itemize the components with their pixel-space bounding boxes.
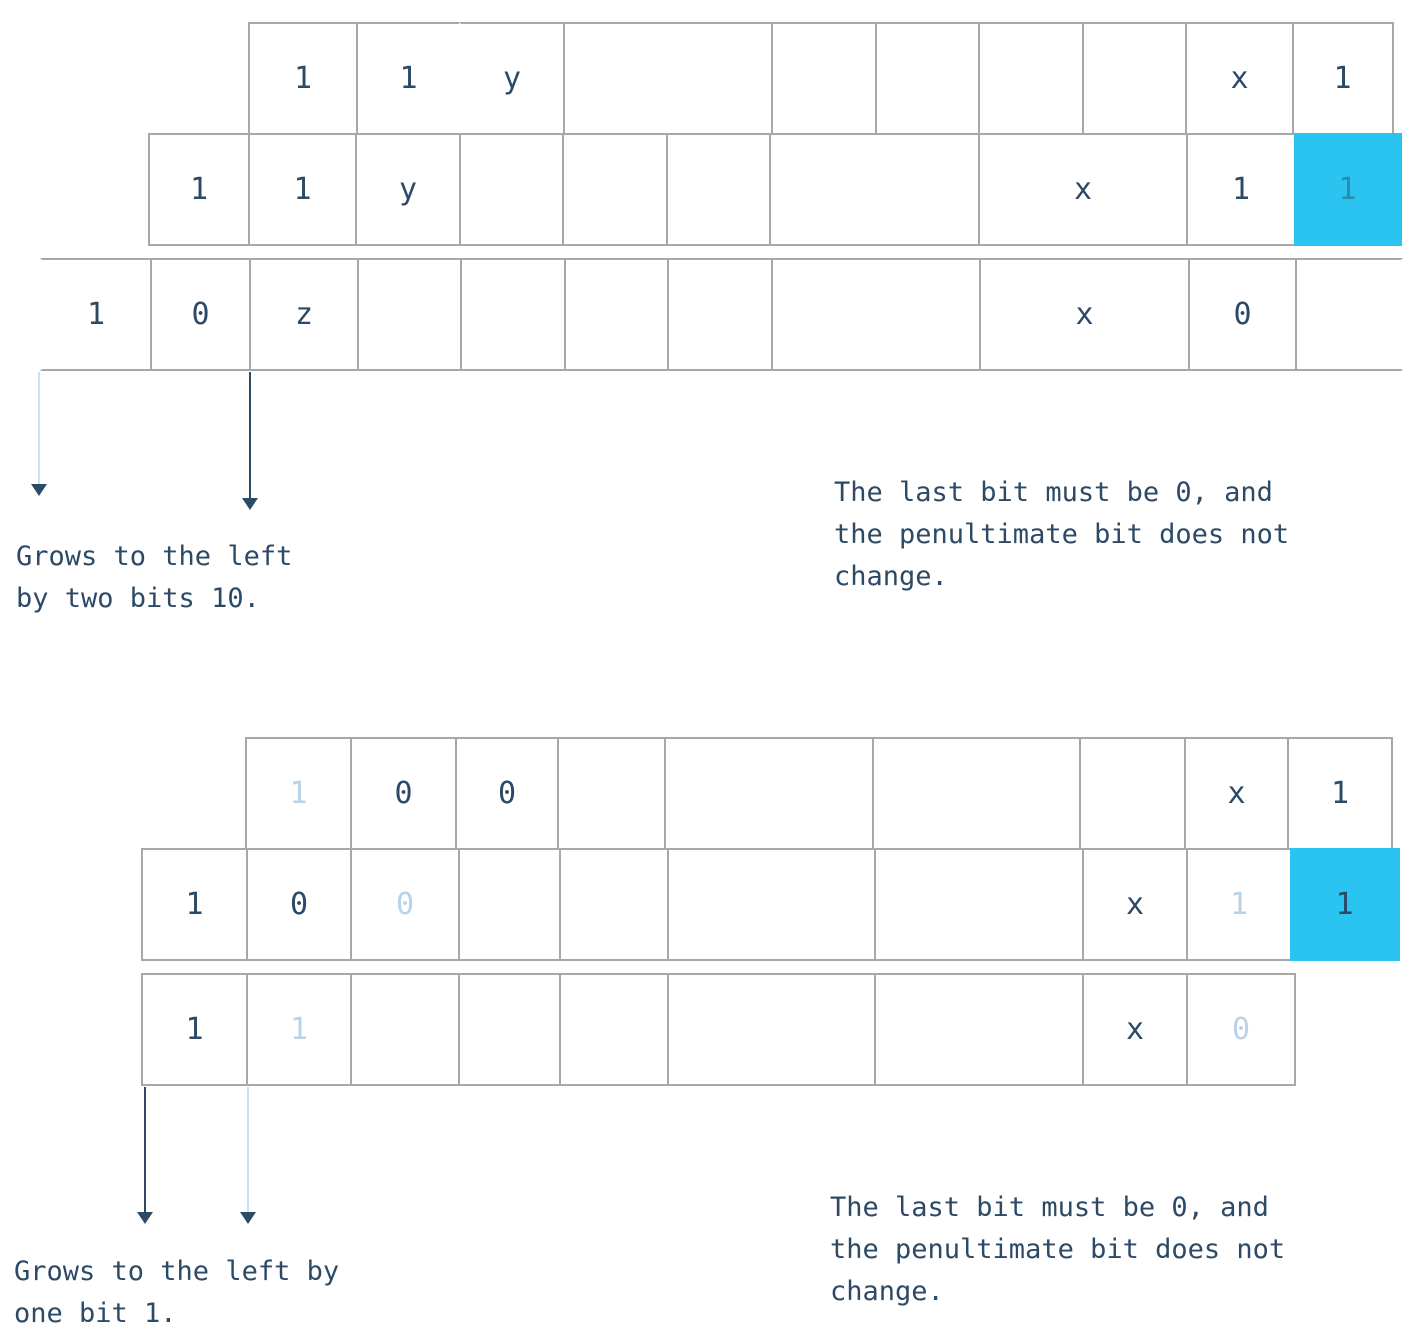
bottom-row-1: 1 0 0 x 1 bbox=[245, 737, 1393, 850]
bottom-r2-cell-8: x bbox=[1081, 848, 1189, 961]
top-r3-cell-5 bbox=[460, 258, 566, 371]
bottom-r1-cell-1: 1 bbox=[245, 737, 352, 850]
top-r1-cell-1: 1 bbox=[248, 22, 358, 135]
bottom-r3-cell-3 bbox=[350, 973, 460, 1086]
bottom-r2-cell-7 bbox=[874, 848, 1084, 961]
bottom-r1-cell-2: 0 bbox=[349, 737, 458, 850]
top-row-1: 1 1 y x 1 bbox=[248, 22, 1394, 135]
top-r2-cell-3: y bbox=[355, 133, 461, 246]
bottom-r2-cell-9: 1 bbox=[1186, 848, 1292, 961]
top-row-3: 1 0 z x 0 bbox=[40, 258, 1403, 371]
top-r1-cell-10: 1 bbox=[1291, 22, 1394, 135]
bottom-note: The last bit must be 0, and the penultim… bbox=[830, 1192, 1286, 1307]
bottom-r3-cell-1: 1 bbox=[141, 973, 248, 1086]
bottom-r1-cell-5 bbox=[664, 737, 874, 850]
bottom-r2-cell-2: 0 bbox=[245, 848, 353, 961]
bottom-caption: Grows to the left by one bit 1. bbox=[14, 1256, 340, 1329]
bottom-r3-cell-4 bbox=[457, 973, 562, 1086]
bottom-r1-cell-7 bbox=[1079, 737, 1186, 850]
top-r1-cell-4 bbox=[562, 22, 774, 135]
bottom-r3-cell-7 bbox=[874, 973, 1084, 1086]
top-r2-cell-2: 1 bbox=[247, 133, 358, 246]
top-r1-cell-6 bbox=[874, 22, 981, 135]
top-caption: Grows to the left by two bits 10. bbox=[16, 541, 293, 614]
top-r2-cell-4 bbox=[458, 133, 565, 246]
bottom-r1-cell-3: 0 bbox=[455, 737, 559, 850]
top-r3-cell-1: 1 bbox=[40, 258, 152, 371]
bottom-row-2: 1 0 0 x 1 1 bbox=[141, 848, 1400, 961]
top-r1-cell-5 bbox=[771, 22, 877, 135]
bottom-r1-cell-6 bbox=[871, 737, 1082, 850]
top-r1-cell-7 bbox=[978, 22, 1084, 135]
top-row-2: 1 1 y x 1 1 bbox=[148, 133, 1402, 246]
bottom-r2-cell-5 bbox=[559, 848, 669, 961]
bottom-r3-cell-6 bbox=[666, 973, 877, 1086]
top-r3-cell-11 bbox=[1295, 258, 1403, 371]
bottom-r2-cell-6 bbox=[666, 848, 877, 961]
top-r1-cell-2: 1 bbox=[355, 22, 462, 135]
top-note: The last bit must be 0, and the penultim… bbox=[834, 477, 1290, 592]
top-r3-cell-7 bbox=[667, 258, 773, 371]
top-r1-cell-8 bbox=[1081, 22, 1188, 135]
top-r1-cell-3: y bbox=[459, 22, 565, 135]
top-diagram: 1 1 y x 1 1 1 y x 1 1 1 0 z x 0 bbox=[0, 0, 1422, 650]
top-r2-cell-7 bbox=[769, 133, 980, 246]
bottom-r1-cell-9: 1 bbox=[1287, 737, 1393, 850]
top-r2-cell-1: 1 bbox=[148, 133, 250, 246]
bottom-diagram: 1 0 0 x 1 1 0 0 x 1 1 1 1 x 0 bbox=[0, 715, 1422, 1344]
bottom-row-3: 1 1 x 0 bbox=[141, 973, 1296, 1086]
top-r2-cell-5 bbox=[562, 133, 668, 246]
top-r3-cell-6 bbox=[563, 258, 670, 371]
bottom-r3-cell-5 bbox=[559, 973, 669, 1086]
bottom-r1-cell-4 bbox=[556, 737, 667, 850]
top-r2-cell-8: x bbox=[977, 133, 1189, 246]
top-r3-cell-4 bbox=[356, 258, 463, 371]
top-r2-cell-10-highlighted: 1 bbox=[1293, 133, 1402, 246]
top-r3-cell-8 bbox=[770, 258, 982, 371]
top-r2-cell-6 bbox=[665, 133, 772, 246]
top-r3-cell-3: z bbox=[249, 258, 359, 371]
top-r2-cell-9: 1 bbox=[1186, 133, 1296, 246]
bottom-r2-cell-1: 1 bbox=[141, 848, 248, 961]
bottom-r3-cell-8: x bbox=[1081, 973, 1189, 1086]
top-r3-cell-9: x bbox=[979, 258, 1190, 371]
bottom-r1-cell-8: x bbox=[1183, 737, 1290, 850]
bottom-r3-cell-9: 0 bbox=[1186, 973, 1296, 1086]
top-r1-cell-9: x bbox=[1185, 22, 1294, 135]
bottom-r2-cell-3: 0 bbox=[350, 848, 460, 961]
bottom-r3-cell-2: 1 bbox=[245, 973, 353, 1086]
top-r3-cell-10: 0 bbox=[1187, 258, 1298, 371]
bottom-r2-cell-10-highlighted: 1 bbox=[1289, 848, 1400, 961]
bottom-r2-cell-4 bbox=[457, 848, 562, 961]
top-r3-cell-2: 0 bbox=[149, 258, 252, 371]
